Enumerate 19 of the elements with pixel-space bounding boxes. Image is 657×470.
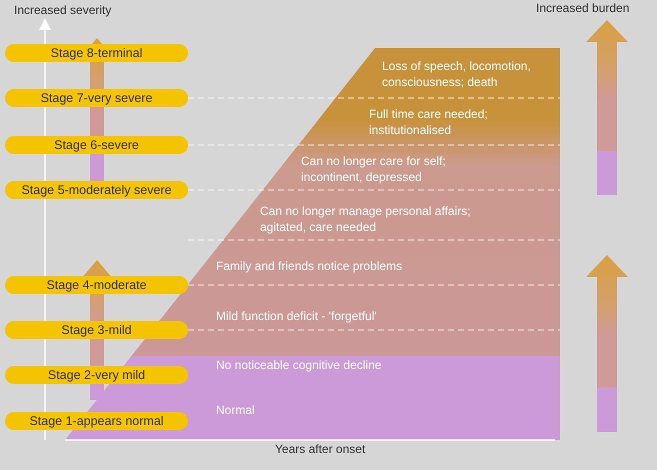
band-text: Can no longer manage personal affairs; agitated, care needed xyxy=(260,203,472,235)
axis-title: Years after onset xyxy=(275,441,366,457)
band-text: Family and friends notice problems xyxy=(216,258,402,274)
stage-pill: Stage 1-appears normal xyxy=(5,412,188,430)
stage-pill: Stage 5-moderately severe xyxy=(5,181,188,199)
band-text: No noticeable cognitive decline xyxy=(216,357,382,373)
stage-pill: Stage 6-severe xyxy=(5,136,188,154)
stage-pill: Stage 8-terminal xyxy=(5,44,188,62)
stage-pill: Stage 4-moderate xyxy=(5,276,188,294)
axis-title: Increased severity xyxy=(14,2,112,18)
band-text: Mild function deficit - 'forgetful' xyxy=(216,308,377,324)
band-text: Full time care needed; institutionalised xyxy=(369,106,489,138)
band-text: Loss of speech, locomotion, consciousness; death xyxy=(382,58,532,90)
stage-pill: Stage 7-very severe xyxy=(5,89,188,107)
axis-title: Increased burden xyxy=(536,0,630,16)
stage-pill: Stage 2-very mild xyxy=(5,366,188,384)
band-text: Can no longer care for self; incontinent, depressed xyxy=(301,153,447,185)
band-text: Normal xyxy=(216,402,255,418)
stage-pill: Stage 3-mild xyxy=(5,321,188,339)
